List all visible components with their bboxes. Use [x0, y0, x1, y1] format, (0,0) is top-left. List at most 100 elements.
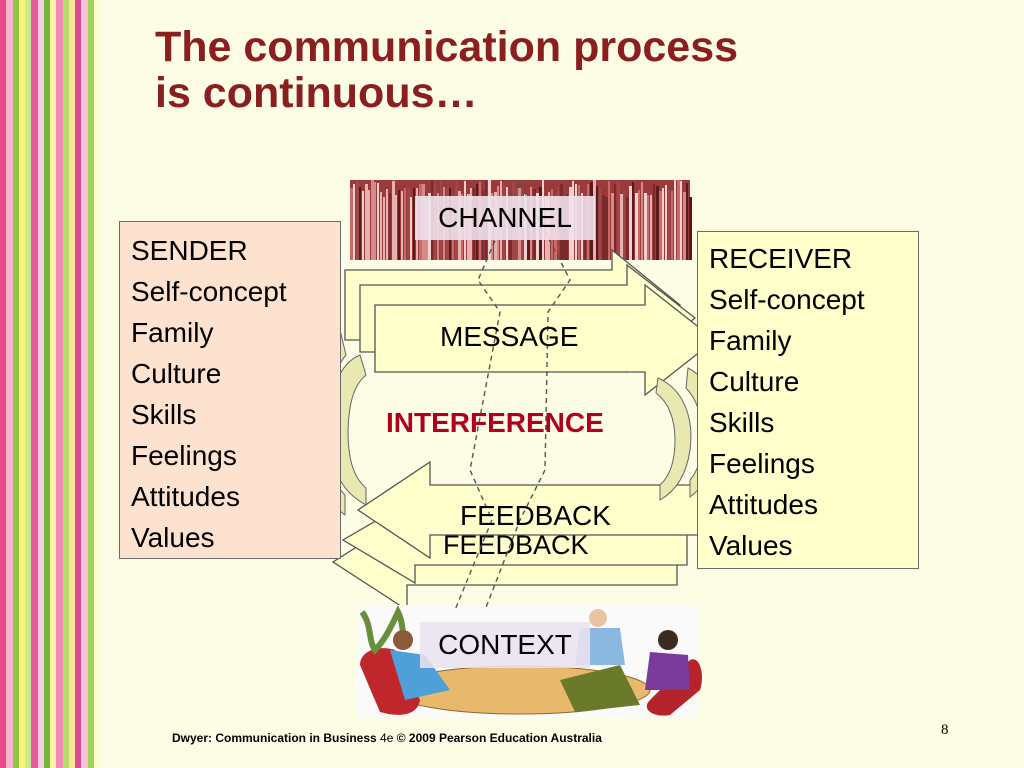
channel-strand: [386, 189, 388, 260]
channel-strand: [689, 197, 692, 260]
interference-lines: [454, 182, 571, 611]
stripe: [31, 0, 38, 768]
channel-strand: [656, 186, 659, 260]
channel-strand: [662, 188, 664, 260]
channel-strand: [413, 188, 415, 260]
channel-strand: [638, 190, 640, 260]
footer-source: Dwyer: Communication in Business: [172, 731, 377, 745]
channel-strand: [395, 195, 397, 260]
channel-strand: [632, 182, 634, 260]
channel-label: CHANNEL: [415, 196, 595, 240]
channel-strand: [605, 197, 608, 260]
channel-strand: [665, 185, 667, 260]
channel-strand: [608, 181, 610, 260]
stripe: [93, 0, 100, 768]
stripe: [37, 0, 44, 768]
channel-strand: [371, 180, 374, 260]
stripe: [6, 0, 13, 768]
title-line-2: is continuous…: [155, 69, 478, 117]
channel-strand: [683, 192, 686, 260]
person-front-body: [560, 665, 640, 712]
stripe: [43, 0, 50, 768]
channel-strand: [674, 180, 676, 260]
receiver-item: Family: [709, 325, 792, 356]
channel-strand: [680, 181, 682, 260]
channel-strand: [641, 182, 643, 260]
channel-strand: [629, 186, 632, 260]
receiver-item: Feelings: [709, 448, 815, 479]
channel-strand: [380, 192, 382, 260]
message-arrow-front: [374, 283, 717, 397]
channel-strand: [644, 193, 647, 260]
channel-strand: [410, 197, 412, 260]
channel-strand: [647, 195, 649, 260]
footer-edition: 4e: [380, 731, 394, 745]
channel-strand: [599, 188, 601, 260]
receiver-item: Attitudes: [709, 489, 818, 520]
channel-strand: [668, 190, 670, 260]
receiver-item: Skills: [709, 407, 775, 438]
channel-strand: [383, 197, 385, 260]
channel-strand: [377, 183, 379, 260]
receiver-item: Values: [709, 530, 793, 561]
decorative-stripes: [0, 0, 100, 768]
channel-strand: [626, 197, 629, 260]
channel-strand: [617, 182, 620, 260]
channel-strand: [368, 190, 370, 260]
message-label: MESSAGE: [440, 321, 579, 352]
receiver-item: RECEIVER: [709, 243, 853, 274]
footer-credit: Dwyer: Communication in Business 4e © 20…: [172, 731, 602, 745]
stripe: [12, 0, 19, 768]
sender-item: Culture: [131, 358, 222, 389]
person-center-head: [589, 609, 607, 627]
stripe: [81, 0, 88, 768]
feedback-label: FEEDBACK: [460, 500, 611, 531]
context-label: CONTEXT: [420, 622, 590, 668]
channel-strand: [653, 184, 655, 260]
channel-strand: [404, 188, 406, 260]
channel-strand: [659, 191, 662, 260]
stripe: [18, 0, 25, 768]
channel-strand: [686, 183, 688, 260]
channel-strand: [374, 182, 376, 260]
channel-strand: [353, 184, 355, 260]
feedback-arrow-front: [356, 460, 701, 560]
channel-strand: [650, 195, 652, 260]
channel-strand: [620, 194, 623, 260]
feedback-arrow-stack: FEEDBACK: [331, 460, 701, 612]
channel-strand: [635, 193, 638, 260]
receiver-item: Culture: [709, 366, 800, 397]
sender-item: SENDER: [131, 235, 248, 266]
stripe: [68, 0, 75, 768]
sender-item: Skills: [131, 399, 197, 430]
stripe: [62, 0, 69, 768]
message-arrow-stack: [344, 248, 717, 397]
channel-strand: [398, 190, 400, 260]
person-left-head: [393, 630, 413, 650]
sender-item: Feelings: [131, 440, 237, 471]
page-title: The communication process is continuous…: [155, 24, 738, 116]
stripe: [87, 0, 94, 768]
sender-item: Values: [131, 522, 215, 553]
stripe: [0, 0, 7, 768]
stripe: [56, 0, 63, 768]
stripe: [50, 0, 57, 768]
channel-strand: [596, 186, 598, 260]
channel-strand: [611, 193, 614, 260]
channel-strand: [602, 195, 605, 260]
channel-strand: [389, 193, 391, 260]
sender-item: Self-concept: [131, 276, 287, 307]
stripe: [75, 0, 82, 768]
channel-strand: [359, 187, 361, 260]
receiver-item: Self-concept: [709, 284, 865, 315]
interference-label: INTERFERENCE: [386, 407, 604, 438]
person-left-body: [390, 650, 450, 700]
person-right-head: [658, 630, 678, 650]
channel-strand: [362, 191, 364, 260]
channel-strand: [623, 190, 625, 260]
channel-strand: [401, 191, 403, 260]
stripe: [25, 0, 32, 768]
channel-strand: [614, 184, 616, 260]
